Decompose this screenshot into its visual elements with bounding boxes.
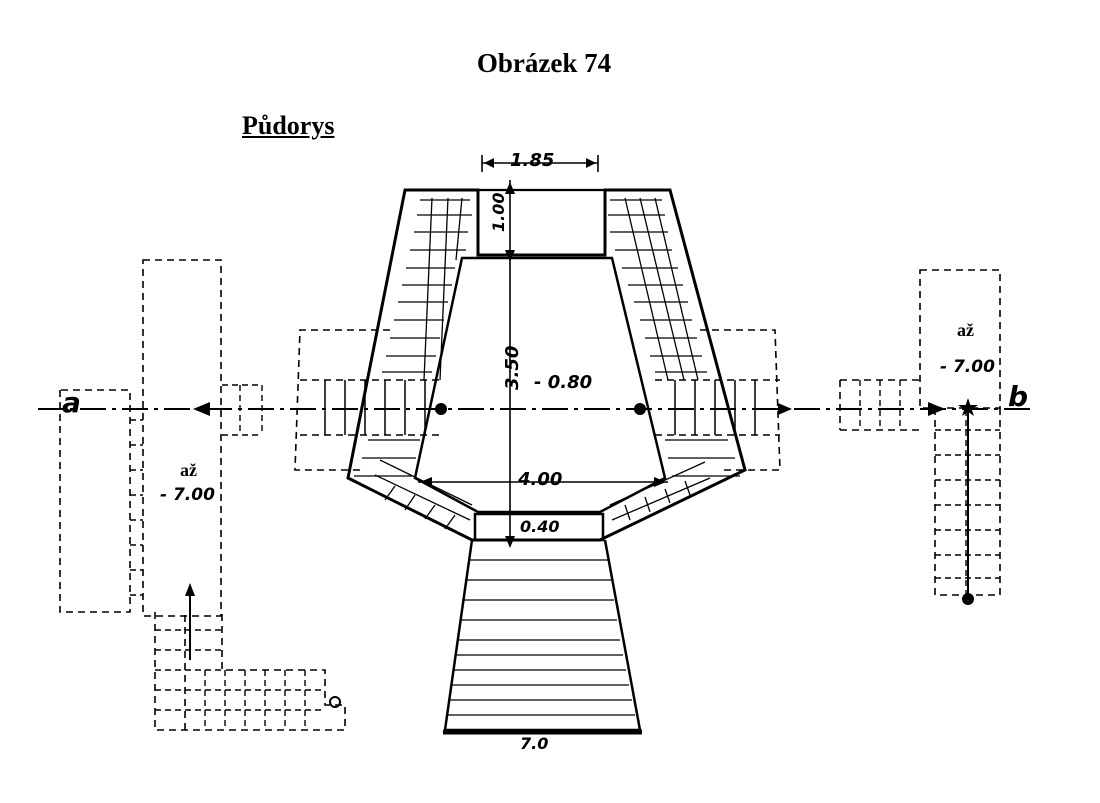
section-arrow-mid-right: [778, 403, 792, 415]
dim-top-width: 1.85: [510, 150, 554, 171]
right-stair-prefix: až: [957, 320, 974, 340]
plan-subtitle: Půdorys: [242, 111, 335, 140]
throat-block: [473, 512, 605, 542]
section-marker-b: b: [1008, 380, 1028, 413]
dim-arrow-vertical-bottom: [505, 536, 515, 548]
lower-funnel-hatch: [447, 559, 635, 716]
dim-arrow-vertical-mid: [505, 250, 515, 262]
dim-arrow-bottom-left: [420, 477, 432, 487]
left-stair-prefix: až: [180, 460, 197, 480]
right-stair-end-dot: [962, 593, 974, 605]
section-point-right: [634, 403, 646, 415]
section-marker-a: a: [62, 386, 81, 419]
right-wall-masonry: [608, 197, 740, 521]
dim-bottom-label: 7.0: [520, 734, 548, 753]
dim-throat-width: 0.40: [520, 517, 559, 536]
left-stair-depth: - 7.00: [160, 485, 215, 505]
dim-arrow-vertical-top: [505, 182, 515, 194]
right-stair: [839, 269, 1001, 596]
central-cross-treads: [324, 380, 756, 435]
left-stair-treads: [130, 384, 325, 730]
figure-title: Obrázek 74: [476, 48, 612, 78]
chamber-inner-wall: [413, 256, 667, 514]
top-niche: [476, 188, 607, 255]
dimension-lines: [418, 155, 668, 540]
left-stair-start-dot: [329, 696, 341, 708]
dim-arrow-top-right: [586, 158, 596, 168]
dim-level: - 0.80: [534, 372, 592, 393]
lower-funnel: [443, 539, 642, 732]
left-stair: [59, 259, 346, 731]
dim-arrow-bottom-right: [654, 477, 666, 487]
dim-top-depth: 1.00: [489, 193, 508, 232]
right-stair-star-mark: [958, 398, 978, 416]
section-point-left: [435, 403, 447, 415]
left-wall-masonry: [354, 197, 473, 530]
central-side-wings: [294, 329, 781, 471]
dim-height: 3.50: [502, 346, 523, 390]
section-arrow-right: [928, 402, 945, 416]
right-stair-depth: - 7.00: [940, 357, 995, 377]
section-arrow-left: [193, 402, 210, 416]
left-stair-arrowhead: [185, 583, 195, 596]
dim-bottom-width: 4.00: [517, 469, 562, 490]
dim-arrow-top-left: [484, 158, 494, 168]
